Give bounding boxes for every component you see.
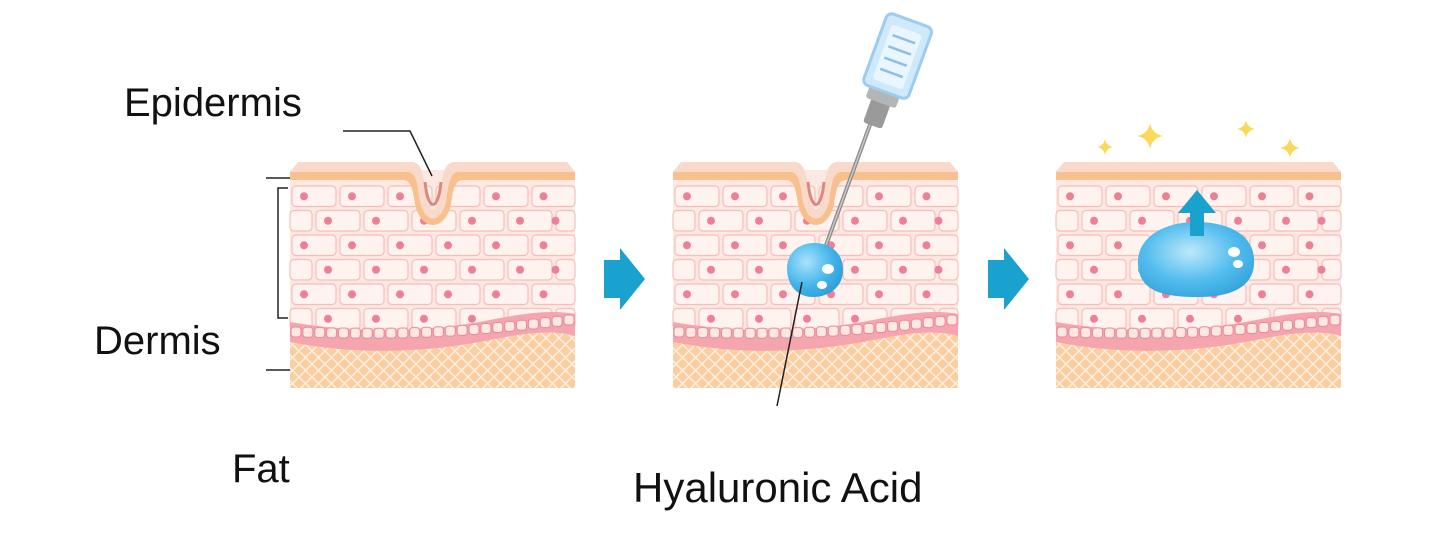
epidermis-label: Epidermis	[124, 81, 302, 125]
dermis-bracket	[266, 130, 433, 371]
sparkles	[1097, 120, 1300, 158]
fat-layer	[1056, 332, 1341, 388]
fat-label: Fat	[232, 447, 290, 491]
hyaluronic-acid-filler	[1137, 222, 1255, 297]
hyaluronic-acid-droplet	[787, 243, 843, 297]
fat-layer	[290, 332, 575, 388]
basal-layer	[673, 312, 958, 351]
basal-layer	[290, 312, 575, 351]
epidermis-layer	[290, 162, 575, 225]
epidermis-layer	[673, 162, 958, 225]
sparkle-icon	[1237, 120, 1255, 138]
dermis-label: Dermis	[94, 319, 221, 363]
arrow-up-icon	[1178, 190, 1216, 236]
arrow-right-icon	[988, 248, 1029, 310]
hyaluronic-acid-label: Hyaluronic Acid	[633, 464, 923, 511]
hyaluronic-leader-line	[776, 281, 803, 407]
sparkle-icon	[1280, 138, 1300, 158]
skin-panel-injection	[672, 162, 959, 388]
epidermis-layer	[1056, 162, 1341, 180]
sparkle-icon	[1097, 139, 1113, 155]
arrow-right-icon	[604, 248, 645, 310]
basal-layer	[1056, 312, 1341, 351]
fat-layer	[673, 332, 958, 388]
syringe-icon	[823, 12, 933, 249]
skin-panel-before	[289, 162, 576, 388]
dermis-cells	[672, 185, 959, 330]
sparkle-icon	[1137, 123, 1163, 149]
